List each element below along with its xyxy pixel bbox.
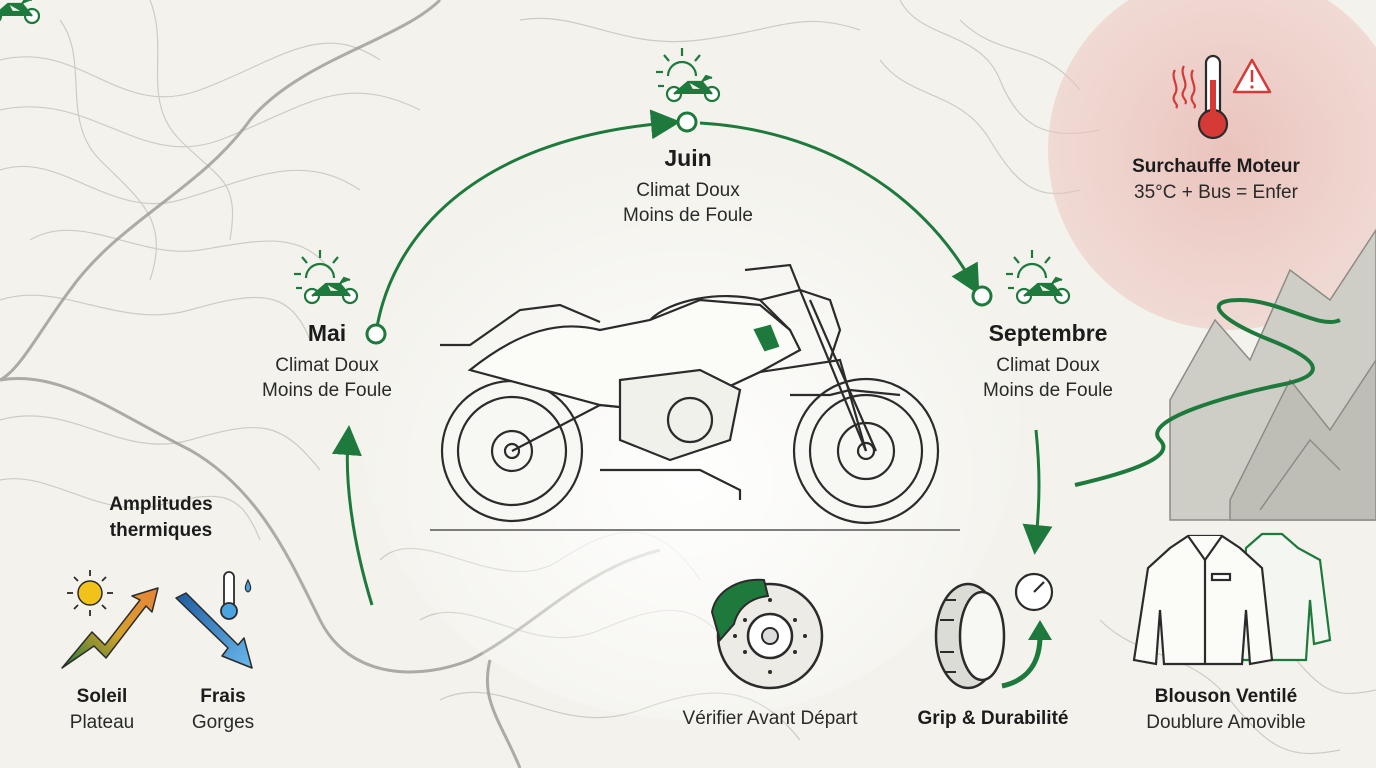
timeline-septembre: Septembre Climat Doux Moins de Foule [983, 320, 1113, 403]
benefit-line-2: Moins de Foule [262, 380, 392, 401]
sun-motorcycle-icon [0, 0, 41, 25]
tire-check-text: Grip & Durabilité [917, 708, 1069, 729]
month-label: Juin [664, 145, 712, 171]
mountain-range [1169, 228, 1376, 521]
benefit-line-1: Climat Doux [636, 180, 740, 201]
month-label: Septembre [988, 320, 1108, 346]
benefit-line-2: Moins de Foule [623, 205, 753, 226]
sun-label-sub: Plateau [69, 712, 135, 733]
overheat-callout: Surchauffe Moteur 35°C + Bus = Enfer [1132, 156, 1300, 204]
jacket-label: Blouson Ventilé Doublure Amovible [1146, 684, 1305, 736]
warning-icon [1232, 58, 1272, 94]
cool-label: Frais Gorges [192, 684, 254, 736]
thermometer-icon [1197, 54, 1229, 140]
timeline-mai: Mai Climat Doux Moins de Foule [262, 320, 392, 403]
jacket-sub: Doublure Amovible [1146, 712, 1306, 733]
timeline-juin: Juin Climat Doux Moins de Foule [623, 145, 753, 228]
motorcycle-illustration [430, 263, 960, 531]
timeline-node-mai [365, 323, 387, 345]
brake-check-text: Vérifier Avant Départ [682, 708, 858, 729]
sun-label: Soleil Plateau [70, 684, 134, 736]
heat-zone [1048, 0, 1376, 330]
timeline-arc-right [699, 121, 980, 296]
benefit-line-1: Climat Doux [996, 355, 1100, 376]
sun-arrow-up-icon [61, 570, 159, 669]
cool-label-sub: Gorges [191, 712, 255, 733]
heat-waves-icon [1172, 65, 1196, 109]
arrow-down-right [1022, 429, 1053, 555]
cool-label-title: Frais [200, 686, 246, 707]
tire-gauge-icon [934, 572, 1054, 690]
timeline-node-juin [676, 111, 698, 133]
overheat-title: Surchauffe Moteur [1132, 156, 1300, 177]
sun-label-title: Soleil [76, 686, 128, 707]
arrow-up-left [331, 425, 374, 606]
jacket-icon [1132, 532, 1332, 666]
brake-check-label: Vérifier Avant Départ [683, 708, 858, 730]
tire-check-label: Grip & Durabilité [918, 708, 1069, 730]
jacket-title: Blouson Ventilé [1154, 686, 1298, 707]
brake-disc-icon [710, 578, 824, 690]
thermal-title-line-1: Amplitudes [109, 494, 213, 515]
month-label: Mai [307, 320, 347, 346]
benefit-line-1: Climat Doux [275, 355, 379, 376]
thermometer-arrow-down-icon [175, 571, 253, 669]
timeline-arc [374, 109, 681, 334]
thermal-title: Amplitudes thermiques [109, 492, 212, 544]
winding-road [1074, 297, 1341, 487]
benefit-line-2: Moins de Foule [983, 380, 1113, 401]
thermal-title-line-2: thermiques [109, 520, 213, 541]
timeline-node-septembre [971, 285, 993, 307]
overheat-subtitle: 35°C + Bus = Enfer [1134, 182, 1298, 203]
